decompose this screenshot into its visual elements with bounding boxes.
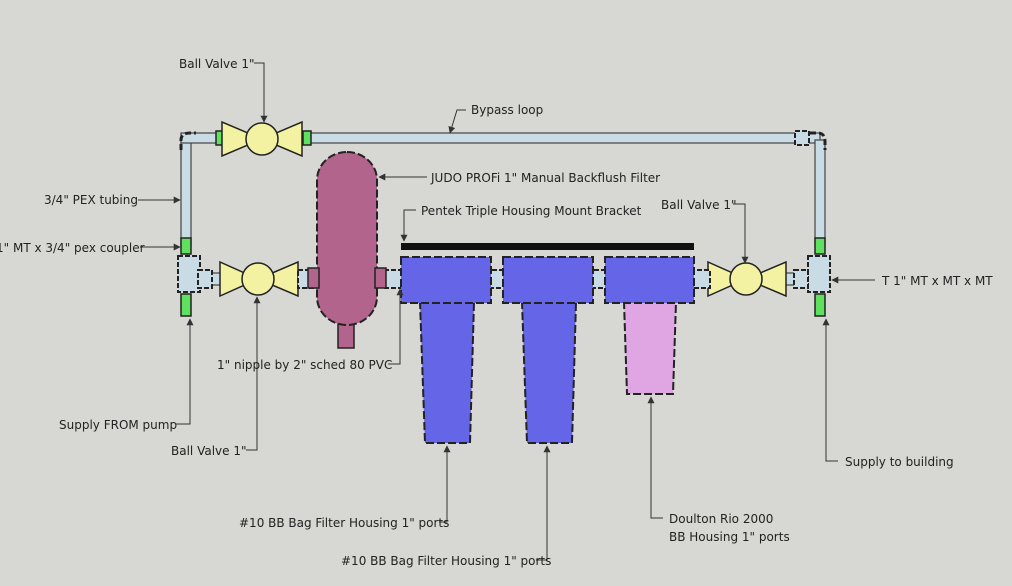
elbow-corner-right [810, 131, 827, 150]
bypass-pipe-top [299, 132, 821, 144]
label-pex-tubing: 3/4" PEX tubing [44, 193, 138, 207]
pex-tubing-left [180, 139, 192, 246]
leader-bypass-loop [448, 109, 466, 134]
doulton-rio-housing [604, 256, 695, 395]
leader-supply-building [822, 318, 838, 462]
leader-ball-valve-top [254, 62, 268, 123]
tee-left [177, 237, 213, 317]
ball-valve-top [221, 120, 303, 158]
bag-filter-housing-1 [400, 256, 492, 444]
pex-coupler-top-right [302, 130, 312, 146]
label-ball-valve-top: Ball Valve 1" [179, 57, 255, 71]
bypass-fitting-right [794, 130, 810, 146]
pex-tubing-right [814, 139, 826, 246]
bypass-loop-piping [179, 130, 827, 246]
label-nipple: 1" nipple by 2" sched 80 PVC [217, 358, 392, 372]
elbow-corner-left [179, 131, 196, 150]
ball-valve-right [707, 260, 787, 298]
leader-bag-housing-1 [439, 445, 451, 523]
tee-right [793, 237, 831, 317]
leader-bag-housing-2 [536, 445, 551, 561]
label-tee: T 1" MT x MT x MT [881, 274, 993, 288]
label-bag-housing-1: #10 BB Bag Filter Housing 1" ports [239, 516, 449, 530]
leader-ball-valve-right [733, 203, 749, 264]
label-ball-valve-right: Ball Valve 1" [661, 198, 737, 212]
leader-supply-pump [176, 318, 194, 425]
label-doulton-line2: BB Housing 1" ports [669, 530, 790, 544]
label-supply-to-building: Supply to building [845, 455, 954, 469]
leader-ball-valve-bottom [246, 296, 261, 451]
label-bag-housing-2: #10 BB Bag Filter Housing 1" ports [341, 554, 551, 568]
leader-nipple [388, 288, 404, 365]
label-pex-coupler: 1" MT x 3/4" pex coupler [0, 241, 145, 255]
supply-coupler-right [814, 293, 826, 317]
label-ball-valve-bottom: Ball Valve 1" [171, 444, 247, 458]
label-supply-from-pump: Supply FROM pump [59, 418, 177, 432]
judo-backflush-filter [307, 151, 387, 349]
label-doulton-line1: Doulton Rio 2000 [669, 512, 773, 526]
leader-doulton [647, 396, 663, 519]
bag-filter-housing-2 [502, 256, 594, 444]
labels: Ball Valve 1" Bypass loop JUDO PROFi 1" … [0, 57, 993, 568]
leader-lines [138, 62, 875, 561]
label-pentek-bracket: Pentek Triple Housing Mount Bracket [421, 204, 642, 218]
supply-coupler-left [180, 293, 192, 317]
pex-coupler-right [814, 237, 826, 255]
label-bypass-loop: Bypass loop [471, 103, 543, 117]
ball-valve-bottom [219, 260, 299, 298]
label-judo-filter: JUDO PROFi 1" Manual Backflush Filter [430, 171, 660, 185]
pentek-mount-bracket [401, 243, 694, 250]
pex-coupler-left [180, 237, 192, 255]
leader-pentek [400, 209, 416, 242]
